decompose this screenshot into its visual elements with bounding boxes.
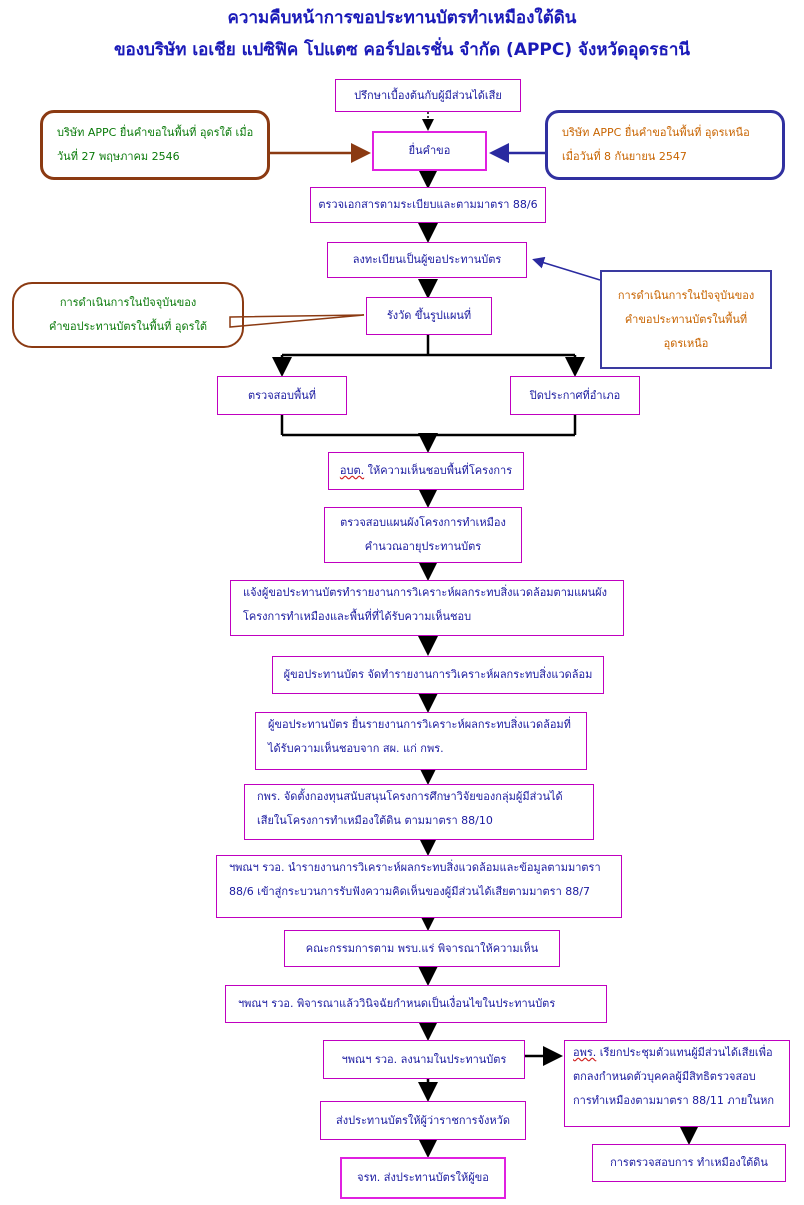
step-post-notice-label: ปิดประกาศที่อำเภอ xyxy=(529,388,621,402)
callout-south-current-line1: การดำเนินการในปัจจุบันของ xyxy=(59,296,197,309)
step-submit-eia-line2: ได้รับความเห็นชอบจาก สผ. แก่ กพร. xyxy=(268,742,444,755)
step-establish-fund: กพร. จัดตั้งกองทุนสนับสนุนโครงการศึกษาวิ… xyxy=(244,784,594,840)
step-prepare-eia-label: ผู้ขอประทานบัตร จัดทำรายงานการวิเคราะห์ผ… xyxy=(283,668,593,681)
step-minister-conditions: ฯพณฯ รวอ. พิจารณาแล้ววินิจฉัยกำหนดเป็นเง… xyxy=(225,985,607,1023)
step-prepare-eia: ผู้ขอประทานบัตร จัดทำรายงานการวิเคราะห์ผ… xyxy=(272,656,604,694)
step-public-hearing-line2: 88/6 เข้าสู่กระบวนการรับฟังความคิดเห็นขอ… xyxy=(229,885,590,898)
callout-north-filed: บริษัท APPC ยื่นคำขอในพื้นที่ อุดรเหนือ … xyxy=(545,110,785,180)
step-notify-eia-line1: แจ้งผู้ขอประทานบัตรทำรายงานการวิเคราะห์ผ… xyxy=(243,586,607,599)
step-tao-approval: อบต. ให้ความเห็นชอบพื้นที่โครงการ xyxy=(328,452,524,490)
step-inspect-area: ตรวจสอบพื้นที่ xyxy=(217,376,347,415)
step-submit-application: ยื่นคำขอ xyxy=(372,131,487,171)
step-public-hearing: ฯพณฯ รวอ. นำรายงานการวิเคราะห์ผลกระทบสิ่… xyxy=(216,855,622,918)
step-committee-review: คณะกรรมการตาม พรบ.แร่ พิจารณาให้ความเห็น xyxy=(284,930,560,967)
callout-north-current-line3: อุดรเหนือ xyxy=(663,336,709,350)
step-minister-sign-label: ฯพณฯ รวอ. ลงนามในประทานบัตร xyxy=(341,1052,507,1066)
callout-south-current-line2: คำขอประทานบัตรในพื้นที่ อุดรใต้ xyxy=(48,320,208,333)
step-deliver-license-label: จรท. ส่งประทานบัตรให้ผู้ขอ xyxy=(357,1171,489,1184)
step-register-applicant-label: ลงทะเบียนเป็นผู้ขอประทานบัตร xyxy=(352,253,502,266)
callout-north-current-line1: การดำเนินการในปัจจุบันของ xyxy=(617,288,755,302)
step-establish-fund-line2: เสียในโครงการทำเหมืองใต้ดิน ตามมาตรา 88/… xyxy=(257,814,493,827)
step-inspect-area-label: ตรวจสอบพื้นที่ xyxy=(248,388,316,402)
step-stakeholder-meeting-line3: การทำเหมืองตามมาตรา 88/11 ภายในหก xyxy=(573,1094,775,1107)
south-current-pointer xyxy=(229,314,365,328)
callout-north-current-line2: คำขอประทานบัตรในพื้นที่ xyxy=(624,312,748,326)
callout-south-filed-line2: วันที่ 27 พฤษภาคม 2546 xyxy=(57,150,180,163)
step-underground-inspection: การตรวจสอบการ ทำเหมืองใต้ดิน xyxy=(592,1144,786,1182)
arrow-north-current xyxy=(532,256,601,281)
step-send-governor: ส่งประทานบัตรให้ผู้ว่าราชการจังหวัด xyxy=(320,1101,526,1140)
callout-north-filed-line2: เมื่อวันที่ 8 กันยายน 2547 xyxy=(562,150,687,163)
dpim-abbr: อพร. xyxy=(573,1046,597,1059)
step-survey-map-label: รังวัด ขึ้นรูปแผนที่ xyxy=(386,309,472,322)
tao-text: ให้ความเห็นชอบพื้นที่โครงการ xyxy=(364,464,513,477)
step-underground-inspection-label: การตรวจสอบการ ทำเหมืองใต้ดิน xyxy=(610,1156,768,1169)
diagram-title-line2: ของบริษัท เอเชีย แปซิฟิค โปแตซ คอร์ปอเรช… xyxy=(113,40,691,60)
step-tao-approval-label: อบต. ให้ความเห็นชอบพื้นที่โครงการ xyxy=(340,459,512,483)
step-submit-eia: ผู้ขอประทานบัตร ยื่นรายงานการวิเคราะห์ผล… xyxy=(255,712,587,770)
step-register-applicant: ลงทะเบียนเป็นผู้ขอประทานบัตร xyxy=(327,242,527,278)
step-survey-map: รังวัด ขึ้นรูปแผนที่ xyxy=(366,297,492,335)
step-deliver-license: จรท. ส่งประทานบัตรให้ผู้ขอ xyxy=(340,1157,506,1199)
step-notify-eia-line2: โครงการทำเหมืองและพื้นที่ที่ได้รับความเห… xyxy=(243,610,472,623)
callout-north-current: การดำเนินการในปัจจุบันของ คำขอประทานบัตร… xyxy=(600,270,772,369)
step-committee-review-label: คณะกรรมการตาม พรบ.แร่ พิจารณาให้ความเห็น xyxy=(305,941,539,955)
step-minister-sign: ฯพณฯ รวอ. ลงนามในประทานบัตร xyxy=(323,1040,525,1079)
step-consult-stakeholders-label: ปรึกษาเบื้องต้นกับผู้มีส่วนได้เสีย xyxy=(354,88,502,102)
step-check-mine-plan-line1: ตรวจสอบแผนผังโครงการทำเหมือง xyxy=(340,516,506,529)
diagram-title-line1: ความคืบหน้าการขอประทานบัตรทำเหมืองใต้ดิน xyxy=(227,8,577,28)
step-notify-eia: แจ้งผู้ขอประทานบัตรทำรายงานการวิเคราะห์ผ… xyxy=(230,580,624,636)
step-check-mine-plan-line2: คำนวณอายุประทานบัตร xyxy=(364,540,482,553)
step-stakeholder-meeting-line2: ตกลงกำหนดตัวบุคคลผู้มีสิทธิตรวจสอบ xyxy=(573,1070,756,1083)
tao-abbr: อบต. xyxy=(339,464,365,477)
step-consult-stakeholders: ปรึกษาเบื้องต้นกับผู้มีส่วนได้เสีย xyxy=(335,79,521,112)
dpim-text: เรียกประชุมตัวแทนผู้มีส่วนได้เสียเพื่อ xyxy=(596,1046,773,1059)
callout-north-filed-line1: บริษัท APPC ยื่นคำขอในพื้นที่ อุดรเหนือ xyxy=(562,126,750,139)
step-minister-conditions-label: ฯพณฯ รวอ. พิจารณาแล้ววินิจฉัยกำหนดเป็นเง… xyxy=(238,997,556,1010)
step-check-documents-label: ตรวจเอกสารตามระเบียบและตามมาตรา 88/6 xyxy=(318,198,538,211)
step-submit-eia-line1: ผู้ขอประทานบัตร ยื่นรายงานการวิเคราะห์ผล… xyxy=(268,718,571,731)
step-check-mine-plan: ตรวจสอบแผนผังโครงการทำเหมือง คำนวณอายุปร… xyxy=(324,507,522,563)
step-send-governor-label: ส่งประทานบัตรให้ผู้ว่าราชการจังหวัด xyxy=(336,1113,510,1127)
step-stakeholder-meeting: อพร. เรียกประชุมตัวแทนผู้มีส่วนได้เสียเพ… xyxy=(564,1040,790,1127)
step-stakeholder-meeting-line1: อพร. เรียกประชุมตัวแทนผู้มีส่วนได้เสียเพ… xyxy=(573,1041,773,1065)
callout-south-filed-line1: บริษัท APPC ยื่นคำขอในพื้นที่ อุดรใต้ เม… xyxy=(57,126,254,139)
step-post-notice: ปิดประกาศที่อำเภอ xyxy=(510,376,640,415)
callout-south-filed: บริษัท APPC ยื่นคำขอในพื้นที่ อุดรใต้ เม… xyxy=(40,110,270,180)
step-submit-application-label: ยื่นคำขอ xyxy=(408,144,451,157)
step-public-hearing-line1: ฯพณฯ รวอ. นำรายงานการวิเคราะห์ผลกระทบสิ่… xyxy=(229,861,601,874)
step-check-documents: ตรวจเอกสารตามระเบียบและตามมาตรา 88/6 xyxy=(310,187,546,223)
step-establish-fund-line1: กพร. จัดตั้งกองทุนสนับสนุนโครงการศึกษาวิ… xyxy=(257,790,563,803)
callout-south-current: การดำเนินการในปัจจุบันของ คำขอประทานบัตร… xyxy=(12,282,244,348)
